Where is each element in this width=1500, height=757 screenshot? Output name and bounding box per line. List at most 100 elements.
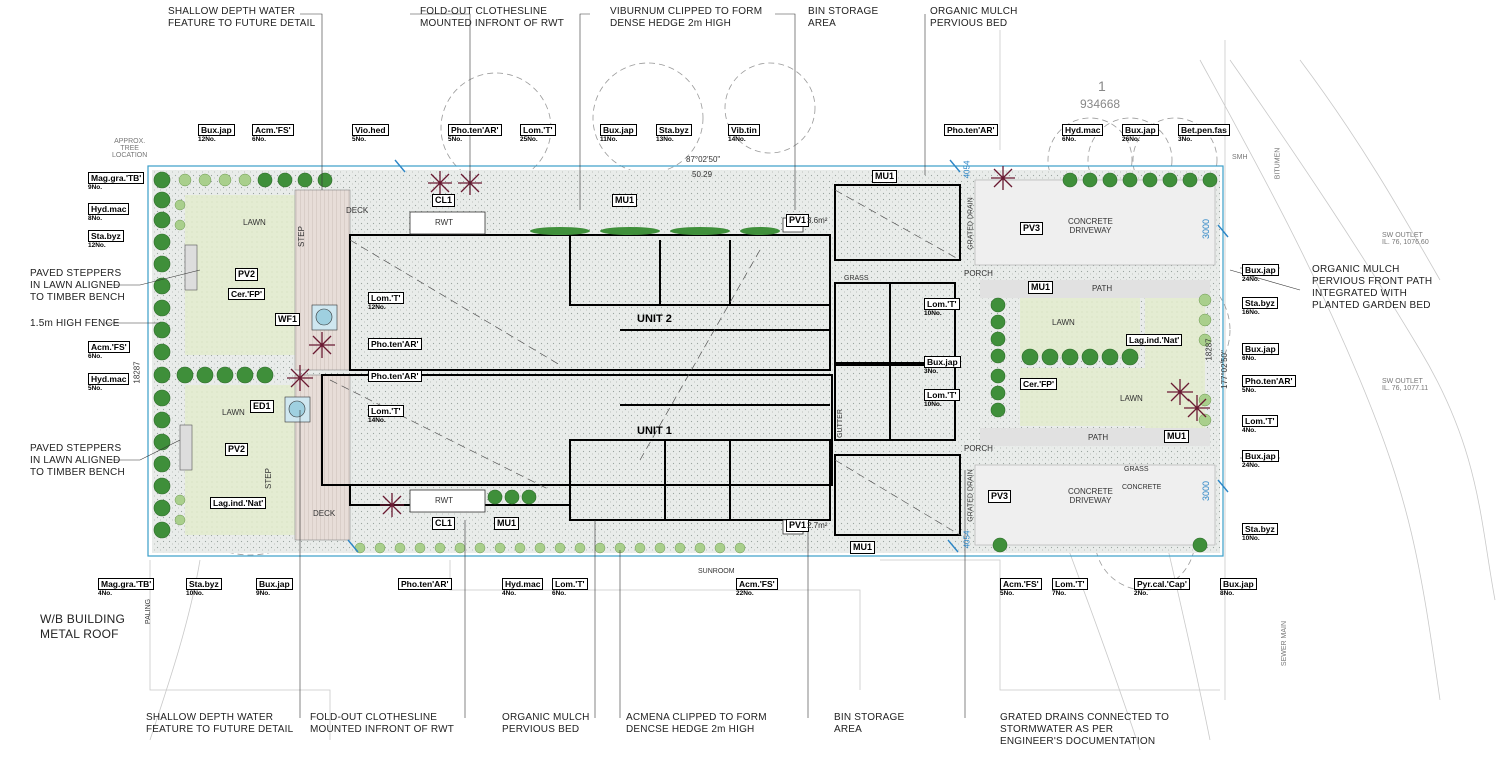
material-label: PV3 [988, 490, 1012, 503]
plant-tag: Cer.'FP' [1020, 378, 1057, 390]
plant-tag: Lom.'T'14No. [368, 405, 404, 425]
palm-plants [287, 166, 1210, 517]
material-label: MU1 [850, 541, 876, 554]
plant-tag: Pho.ten'AR'5No. [448, 124, 502, 144]
callout-grated-drains: GRATED DRAINS CONNECTED TO STORMWATER AS… [1000, 712, 1170, 747]
plant-tag: Pyr.cal.'Cap'2No. [1134, 578, 1190, 598]
dimension-driveway-top: 3000 [1201, 218, 1212, 240]
lawn-areas [185, 195, 1205, 535]
site-contours [149, 30, 1496, 751]
callout-clothesline-bottom: FOLD-OUT CLOTHESLINE MOUNTED INFRONT OF … [310, 712, 455, 735]
area-label: GRASS [844, 275, 869, 282]
sw-outlet-top: SW OUTLET IL. 76, 1076.60 [1382, 232, 1429, 246]
material-label: PV1 [786, 519, 810, 532]
callout-paved-steppers-bottom: PAVED STEPPERS IN LAWN ALIGNED TO TIMBER… [30, 443, 125, 478]
material-label: MU1 [872, 170, 898, 183]
plant-tag: Lag.ind.'Nat' [210, 497, 267, 509]
area-label: LAWN [222, 408, 245, 417]
smh-label: SMH [1232, 154, 1248, 161]
plant-tag: Lag.ind.'Nat' [1126, 334, 1183, 346]
callout-front-path: ORGANIC MULCH PERVIOUS FRONT PATH INTEGR… [1312, 264, 1433, 311]
plant-tag: Lom.'T'25No. [520, 124, 556, 144]
area-label: PORCH [964, 444, 993, 453]
plant-tag: Cer.'FP' [228, 288, 265, 300]
area-label: RWT [435, 218, 454, 227]
area-label: RWT [435, 496, 454, 505]
plant-tag: Lom.'T'10No. [924, 298, 960, 318]
plant-tag: Lom.'T'7No. [1052, 578, 1088, 598]
dimension-side-left: 18287 [132, 361, 142, 384]
sewer-main-label: SEWER MAIN [1281, 620, 1289, 667]
plant-tag: Pho.ten'AR' [398, 578, 452, 590]
callout-bin-storage-bottom: BIN STORAGE AREA [834, 712, 905, 735]
material-label: MU1 [612, 194, 638, 207]
site-boundary [147, 165, 1224, 557]
area-label: PATH [1088, 433, 1109, 442]
callout-fence: 1.5m HIGH FENCE [30, 318, 120, 329]
area-label: GRATED DRAIN [967, 197, 975, 250]
plant-tag: Lom.'T'4No. [1242, 415, 1278, 435]
callout-paved-steppers-top: PAVED STEPPERS IN LAWN ALIGNED TO TIMBER… [30, 268, 125, 303]
callout-acmena-hedge: ACMENA CLIPPED TO FORM DENCSE HEDGE 2m H… [626, 712, 767, 735]
area-label: GUTTER [836, 409, 844, 438]
area-label: LAWN [1052, 318, 1075, 327]
plant-tag: Pho.ten'AR' [944, 124, 998, 136]
area-label: STEP [296, 226, 306, 247]
building-outline [321, 184, 961, 536]
bitumen-label: BITUMEN [1274, 147, 1282, 180]
material-label: PV3 [1020, 222, 1044, 235]
area-label: PORCH [964, 269, 993, 278]
sw-outlet-bottom: SW OUTLET IL. 76, 1077.11 [1382, 378, 1429, 392]
area-label: LAWN [1120, 394, 1143, 403]
dimension-marks [347, 159, 1229, 553]
material-label: MU1 [494, 517, 520, 530]
dimension-bin-area-bottom: 2.7m² [807, 521, 828, 530]
material-label: MU1 [1028, 281, 1054, 294]
area-label: LAWN [243, 218, 266, 227]
approx-tree-label: APPROX. TREE LOCATION [112, 138, 148, 159]
area-label: CONCRETE [1122, 484, 1162, 491]
plant-tag: Mag.gra.'TB'9No. [88, 172, 145, 192]
plant-tag: Lom.'T'12No. [368, 292, 404, 312]
dimension-bin-area-top: 3.6m² [807, 216, 828, 225]
plant-tag: Acm.'FS'5No. [1000, 578, 1042, 598]
unit-2-label: UNIT 2 [637, 313, 672, 325]
material-label: WF1 [275, 313, 300, 326]
viburnum-hedge [530, 227, 780, 235]
plant-tag: Acm.'FS'6No. [88, 341, 130, 361]
plant-tag: Lom.'T'6No. [552, 578, 588, 598]
callout-wb-building: W/B BUILDING METAL ROOF [40, 612, 126, 641]
plant-tag: Acm.'FS'6No. [252, 124, 294, 144]
callout-water-feature-bottom: SHALLOW DEPTH WATER FEATURE TO FUTURE DE… [146, 712, 294, 735]
area-label: PATH [1092, 284, 1113, 293]
callout-clothesline-top: FOLD-OUT CLOTHESLINE MOUNTED INFRONT OF … [420, 6, 565, 29]
dimension-bearing-top: 87°02'50" [686, 155, 721, 164]
callout-organic-mulch-top: ORGANIC MULCH PERVIOUS BED [930, 6, 1018, 29]
lot-number: 1 [1098, 78, 1106, 94]
callout-water-feature-top: SHALLOW DEPTH WATER FEATURE TO FUTURE DE… [168, 6, 316, 29]
plant-tag: Mag.gra.'TB'4No. [98, 578, 155, 598]
water-features [284, 304, 338, 423]
plant-tag: Pho.ten'AR' [368, 370, 422, 382]
hedge-plants [153, 171, 1218, 553]
callout-organic-mulch-bottom: ORGANIC MULCH PERVIOUS BED [502, 712, 590, 735]
plant-tag: Lom.'T'10No. [924, 389, 960, 409]
material-label: ED1 [250, 400, 274, 413]
plant-tag: Pho.ten'AR'5No. [1242, 375, 1296, 395]
material-label: PV2 [225, 443, 249, 456]
plant-tag: Acm.'FS'22No. [736, 578, 778, 598]
material-label: CL1 [432, 194, 456, 207]
area-label: GRASS [1124, 466, 1149, 473]
